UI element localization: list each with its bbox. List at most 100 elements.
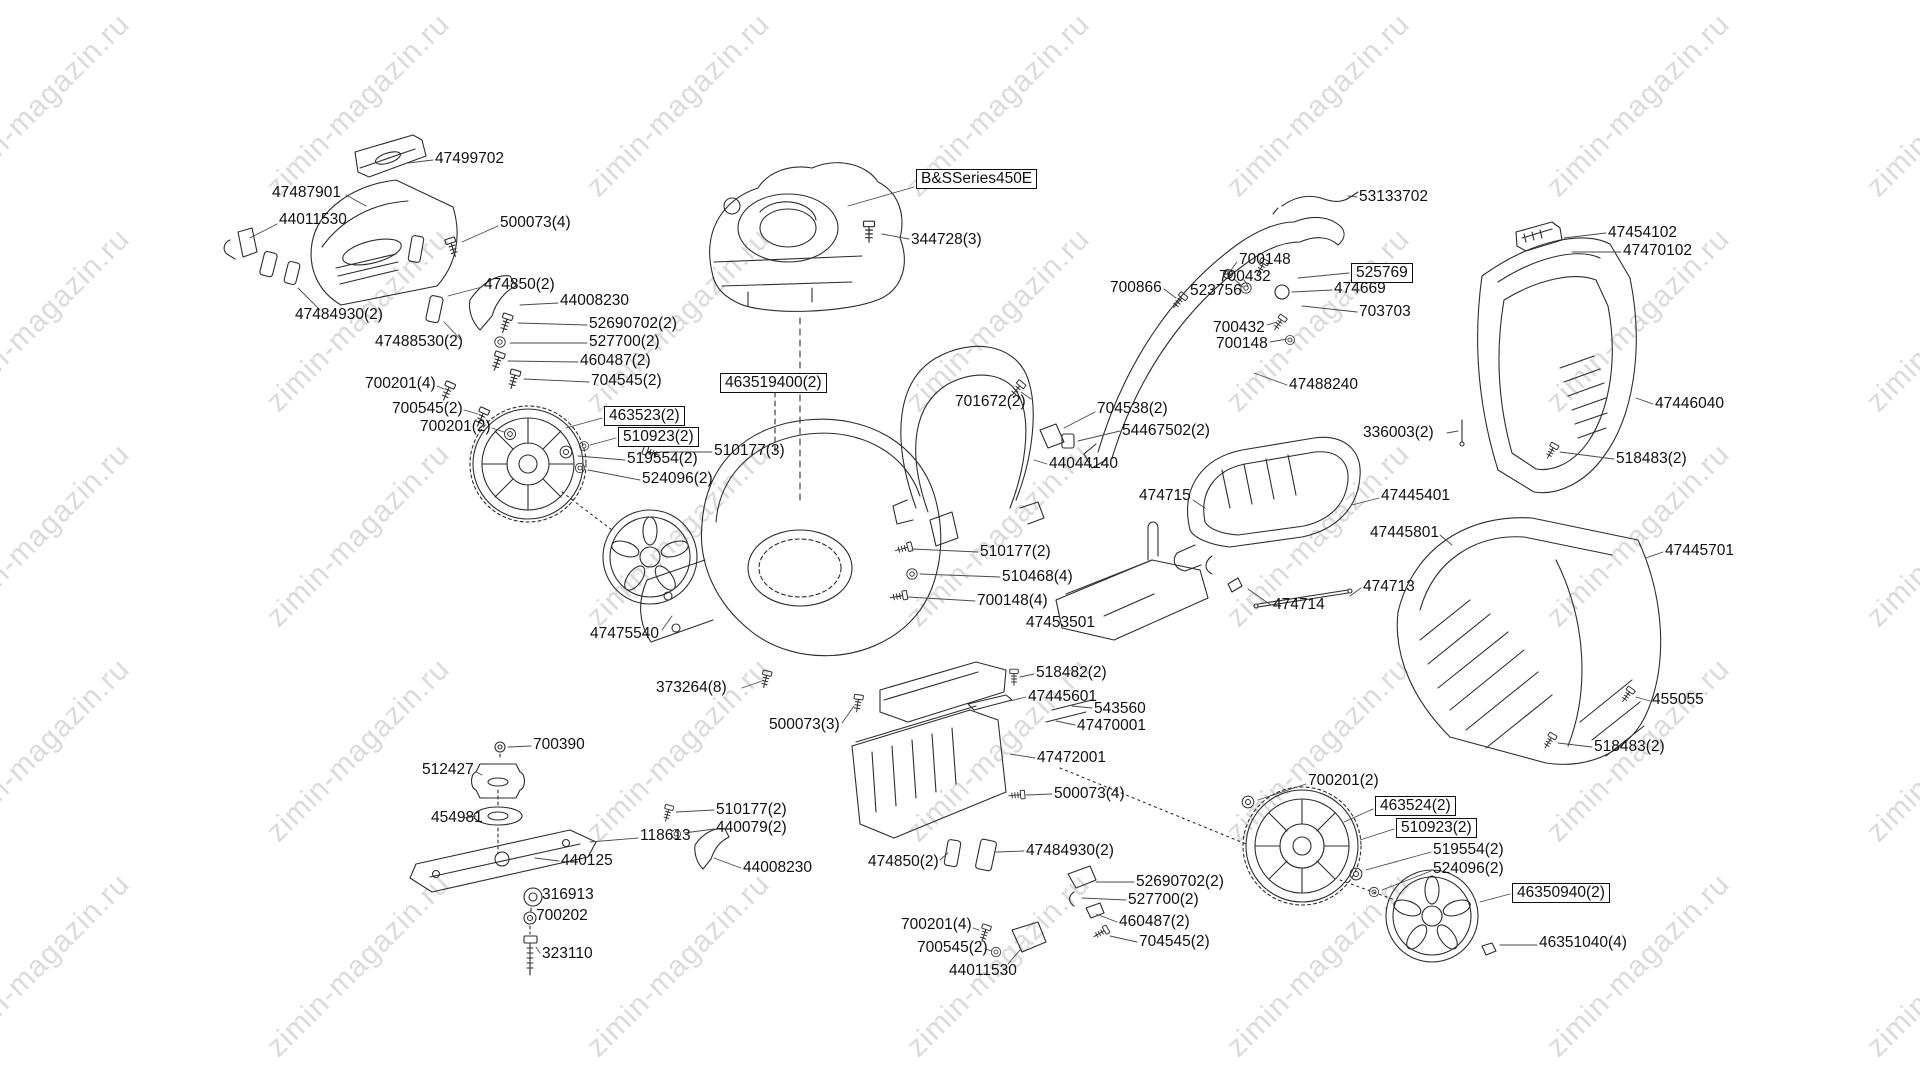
upper-handle-drawing	[1083, 216, 1345, 469]
part-label-47445701: 47445701	[1665, 542, 1734, 559]
part-label-5240962: 524096(2)	[1433, 860, 1504, 877]
part-label-7002014: 700201(4)	[365, 375, 436, 392]
part-label-5195542: 519554(2)	[627, 450, 698, 467]
part-label-523756: 523756	[1190, 282, 1242, 299]
part-label-5101773: 510177(3)	[714, 442, 785, 459]
part-label-44011530: 44011530	[279, 211, 347, 228]
part-label-7005452: 700545(2)	[392, 400, 463, 417]
part-label-47445601: 47445601	[1028, 688, 1097, 705]
part-label-543560: 543560	[1094, 700, 1146, 717]
part-label-5240962: 524096(2)	[642, 470, 713, 487]
part-label-7045382: 704538(2)	[1097, 400, 1168, 417]
part-label-454981: 454981	[431, 809, 483, 826]
rear-wheel-drawing	[1241, 786, 1380, 906]
front-hubcap-drawing	[602, 509, 698, 605]
part-label-7002014: 700201(4)	[901, 916, 972, 933]
part-label-5184832: 518483(2)	[1594, 738, 1665, 755]
part-label-7005452: 700545(2)	[917, 939, 988, 956]
part-label-4635232: 463523(2)	[604, 406, 685, 426]
part-label-44008230: 44008230	[743, 859, 812, 876]
part-label-5277002: 527700(2)	[1128, 891, 1199, 908]
part-label-4748502: 474850(2)	[484, 276, 555, 293]
part-label-474715: 474715	[1139, 487, 1191, 504]
part-label-47446040: 47446040	[1655, 395, 1724, 412]
part-label-47470001: 47470001	[1077, 717, 1146, 734]
part-label-47472001: 47472001	[1037, 749, 1106, 766]
part-label-7002012: 700201(2)	[420, 418, 491, 435]
part-label-700390: 700390	[533, 736, 585, 753]
part-label-316913: 316913	[542, 886, 594, 903]
bottom-tray-drawing	[1055, 521, 1209, 641]
part-label-474713: 474713	[1363, 578, 1415, 595]
part-label-474714: 474714	[1273, 596, 1325, 613]
part-label-47475540: 47475540	[590, 625, 659, 642]
part-label-5184822: 518482(2)	[1036, 664, 1107, 681]
part-label-525769: 525769	[1351, 263, 1413, 283]
front-wheel-axis-dots	[561, 491, 613, 531]
catcher-top-drawing	[1173, 436, 1361, 593]
part-label-7016722: 701672(2)	[955, 393, 1026, 410]
part-label-700432: 700432	[1213, 319, 1265, 336]
part-label-474849302: 47484930(2)	[295, 306, 383, 323]
part-label-7002012: 700201(2)	[1308, 772, 1379, 789]
blade-assembly-drawing	[409, 741, 597, 976]
rear-hubcap-axis-dots	[1339, 879, 1396, 901]
part-label-5000733: 500073(3)	[769, 716, 840, 733]
part-label-47453501: 47453501	[1026, 614, 1095, 631]
part-label-5104684: 510468(4)	[1002, 568, 1073, 585]
part-label-4748502: 474850(2)	[868, 853, 939, 870]
part-label-5101772: 510177(2)	[716, 801, 787, 818]
part-label-BSSeries450E: B&SSeries450E	[916, 169, 1038, 189]
part-label-526907022: 52690702(2)	[1136, 873, 1224, 890]
part-label-3447283: 344728(3)	[911, 231, 982, 248]
part-label-700432: 700432	[1219, 268, 1271, 285]
part-label-700148: 700148	[1216, 335, 1268, 352]
part-label-47499702: 47499702	[435, 150, 504, 167]
part-label-4604872: 460487(2)	[1119, 913, 1190, 930]
part-label-544675022: 54467502(2)	[1122, 422, 1210, 439]
part-label-463509402: 46350940(2)	[1512, 883, 1610, 903]
engine-drawing	[709, 162, 905, 312]
part-label-47445401: 47445401	[1381, 487, 1450, 504]
part-label-5000734: 500073(4)	[1054, 785, 1125, 802]
part-label-700202: 700202	[536, 907, 588, 924]
part-label-5000734: 500073(4)	[500, 214, 571, 231]
part-label-3360032: 336003(2)	[1363, 424, 1434, 441]
rear-hubcap-drawing	[1385, 869, 1497, 963]
cable-drawing	[1272, 191, 1359, 215]
part-label-44011530: 44011530	[949, 962, 1017, 979]
part-label-700148: 700148	[1239, 251, 1291, 268]
part-label-47487901: 47487901	[272, 184, 341, 201]
part-label-5184832: 518483(2)	[1616, 450, 1687, 467]
axle-nut-drawing	[1481, 942, 1497, 956]
rear-cover-drawing	[1459, 221, 1637, 494]
part-label-5109232: 510923(2)	[618, 427, 699, 447]
part-label-5195542: 519554(2)	[1433, 841, 1504, 858]
part-label-526907022: 52690702(2)	[589, 315, 677, 332]
lower-handle-drawing	[892, 345, 1075, 525]
part-label-47470102: 47470102	[1623, 242, 1692, 259]
part-label-440125: 440125	[561, 852, 613, 869]
part-label-700866: 700866	[1110, 279, 1162, 296]
part-label-474669: 474669	[1334, 280, 1386, 297]
part-label-5277002: 527700(2)	[589, 333, 660, 350]
part-label-47445801: 47445801	[1370, 524, 1439, 541]
front-wheel-drawing	[469, 405, 587, 523]
upper-cover-drawing	[223, 134, 589, 451]
part-label-323110: 323110	[542, 945, 593, 962]
part-label-512427: 512427	[422, 761, 474, 778]
part-label-4635242: 463524(2)	[1375, 796, 1456, 816]
part-label-455055: 455055	[1652, 691, 1704, 708]
part-label-44044140: 44044140	[1049, 455, 1118, 472]
part-label-474849302: 47484930(2)	[1026, 842, 1114, 859]
part-label-47488240: 47488240	[1289, 376, 1358, 393]
part-label-3732648: 373264(8)	[656, 679, 727, 696]
handle-hardware-drawing	[1169, 257, 1295, 345]
part-label-4635194002: 463519400(2)	[720, 373, 827, 393]
part-label-463510404: 46351040(4)	[1539, 934, 1627, 951]
part-label-474885302: 47488530(2)	[375, 333, 463, 350]
part-label-7045452: 704545(2)	[591, 372, 662, 389]
part-label-7045452: 704545(2)	[1139, 933, 1210, 950]
